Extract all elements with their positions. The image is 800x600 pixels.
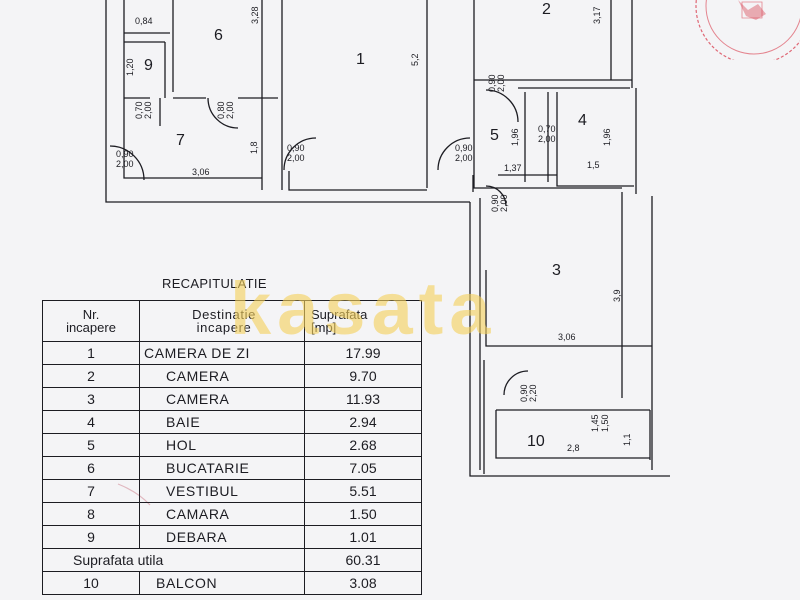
svg-text:2,00: 2,00 — [499, 194, 509, 212]
svg-text:2,00: 2,00 — [225, 101, 235, 119]
room-number-1: 1 — [356, 51, 365, 68]
door-dim: 0,80 2,00 — [216, 101, 235, 119]
dim-label: 1,8 — [249, 141, 259, 154]
room-number-6: 6 — [214, 27, 223, 44]
svg-text:2,00: 2,00 — [496, 74, 506, 92]
column-header: Nr.incapere — [42, 300, 140, 342]
dim-label: 3,17 — [592, 6, 602, 24]
door-dim: 0,90 2,00 — [116, 149, 134, 169]
door-dim: 0,90 2,00 — [455, 143, 473, 163]
room-number-4: 4 — [578, 112, 587, 129]
dim-label: 1,50 — [600, 414, 610, 432]
svg-text:0,90: 0,90 — [455, 143, 473, 153]
walls — [105, 0, 670, 477]
dim-label: 3,9 — [612, 289, 622, 302]
door-dim: 0,90 2,20 — [519, 384, 538, 402]
svg-text:2,00: 2,00 — [143, 101, 153, 119]
room-number-5: 5 — [490, 127, 499, 144]
door-dim: 0,90 2,00 — [487, 74, 506, 92]
door-swings — [109, 89, 529, 396]
door-dim: 0,70 2,00 — [538, 124, 556, 144]
room-number-2: 2 — [542, 1, 551, 18]
dim-label: 1,96 — [602, 128, 612, 146]
svg-text:2,00: 2,00 — [287, 153, 305, 163]
svg-text:0,80: 0,80 — [216, 101, 226, 119]
room-number-9: 9 — [144, 57, 153, 74]
dim-label: 3,28 — [250, 6, 260, 24]
door-dim: 0,90 2,00 — [490, 194, 509, 212]
dim-label: 2,8 — [567, 443, 580, 453]
dim-label: 0,84 — [135, 16, 153, 26]
recap-title: RECAPITULATIE — [162, 276, 267, 291]
dim-label: 1,1 — [622, 433, 632, 446]
dim-label: 1,20 — [125, 58, 135, 76]
svg-text:0,90: 0,90 — [287, 143, 305, 153]
room-number-7: 7 — [176, 132, 185, 149]
svg-text:2,00: 2,00 — [538, 134, 556, 144]
dim-label: 1,5 — [587, 160, 600, 170]
dim-label: 3,06 — [192, 167, 210, 177]
dim-label: 5,2 — [410, 53, 420, 66]
svg-text:0,90: 0,90 — [519, 384, 529, 402]
svg-text:0,70: 0,70 — [538, 124, 556, 134]
watermark: kasata — [230, 267, 497, 350]
dim-label: 1,45 — [590, 414, 600, 432]
svg-text:2,00: 2,00 — [455, 153, 473, 163]
svg-text:0,90: 0,90 — [116, 149, 134, 159]
room-number-10: 10 — [527, 433, 545, 450]
seal-stamp — [695, 0, 800, 60]
dim-label: 1,37 — [504, 163, 522, 173]
svg-text:0,70: 0,70 — [134, 101, 144, 119]
dim-label: 3,06 — [558, 332, 576, 342]
svg-text:2,20: 2,20 — [528, 384, 538, 402]
room-number-3: 3 — [552, 262, 561, 279]
dim-label: 1,96 — [510, 128, 520, 146]
svg-text:0,90: 0,90 — [487, 74, 497, 92]
door-dim: 0,70 2,00 — [134, 101, 153, 119]
svg-text:2,00: 2,00 — [116, 159, 134, 169]
svg-text:0,90: 0,90 — [490, 194, 500, 212]
door-dim: 0,90 2,00 — [287, 143, 305, 163]
